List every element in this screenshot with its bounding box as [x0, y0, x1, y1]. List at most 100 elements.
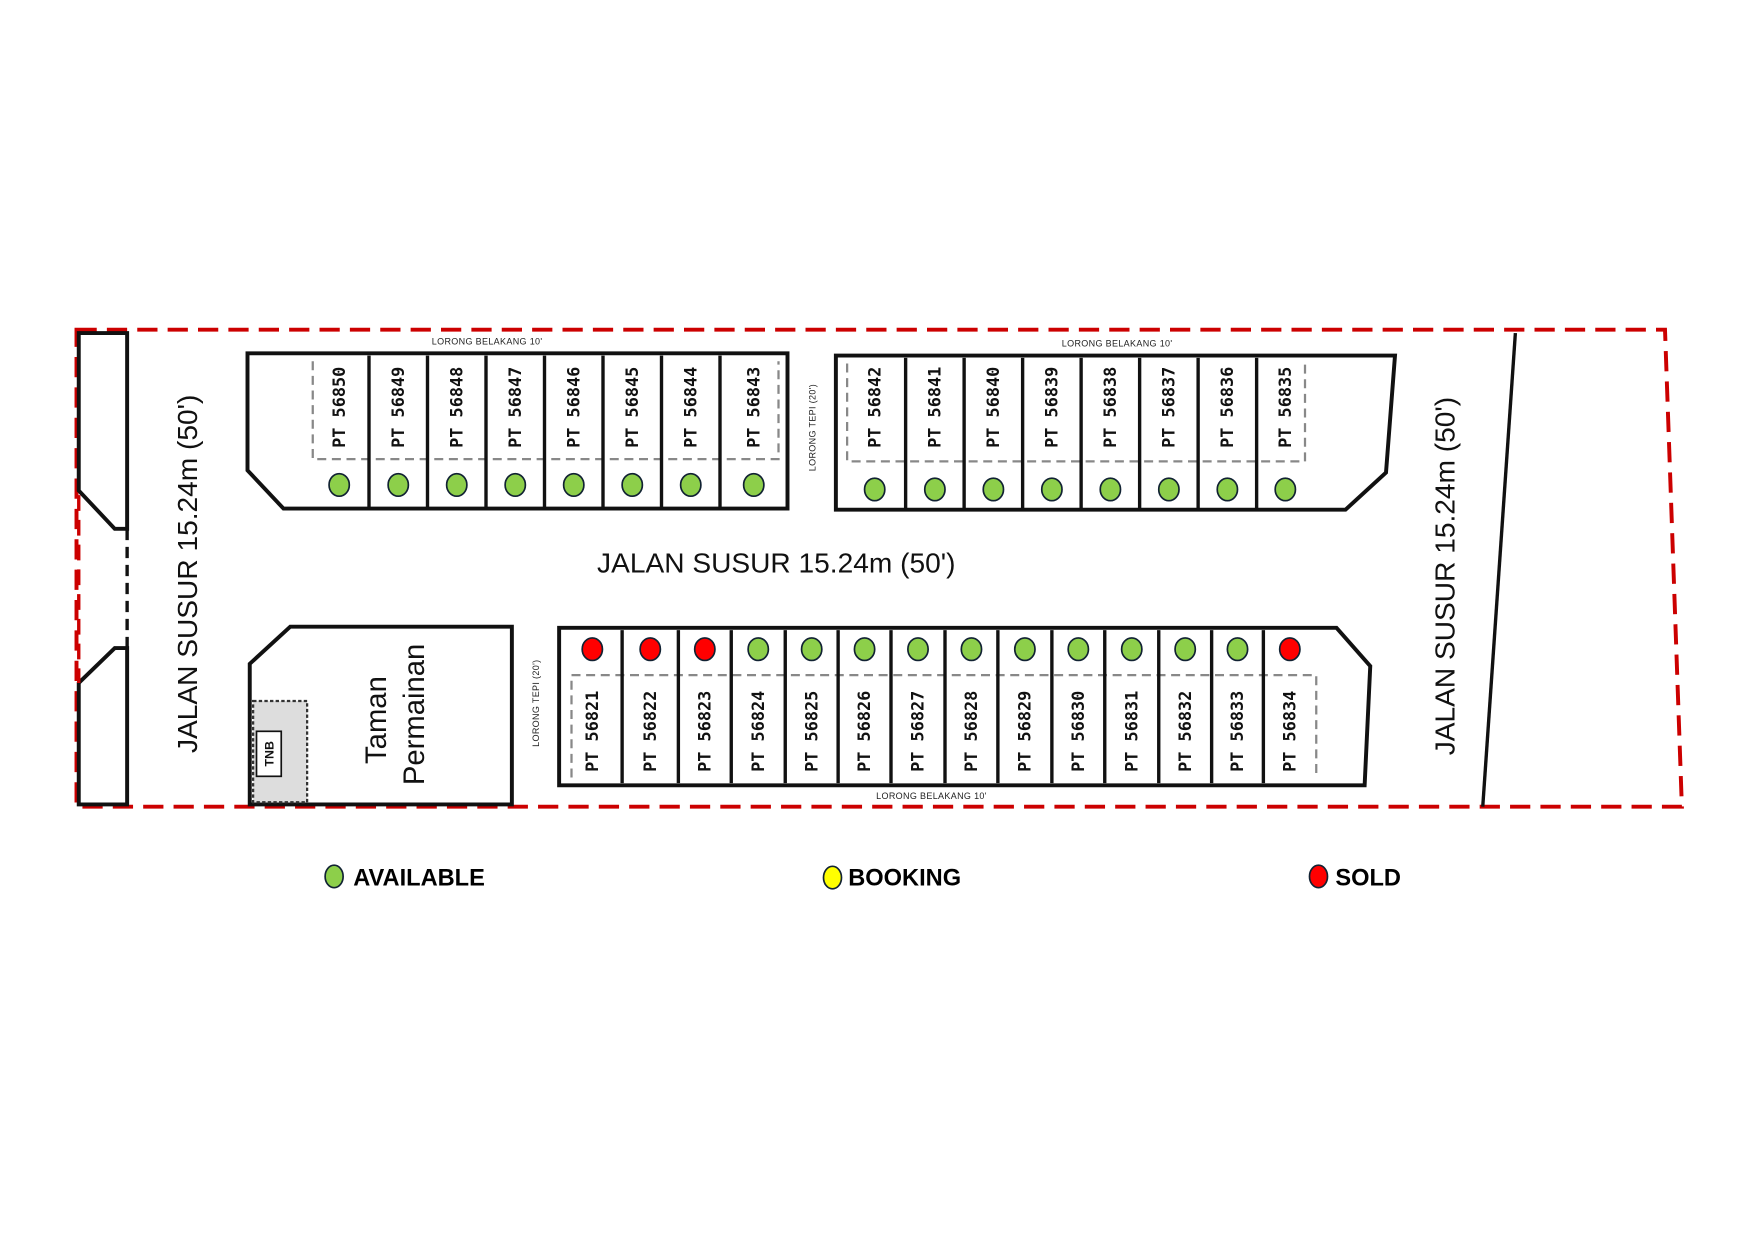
lot-label: PT 56844: [680, 367, 700, 448]
available-status-dot-icon: [1067, 637, 1090, 662]
playground-label-line2: Permainan: [399, 644, 431, 785]
sold-status-dot-icon: [639, 637, 662, 662]
legend-label-sold: SOLD: [1335, 865, 1401, 891]
side-lane-label-bottom: LORONG TEPI (20'): [531, 660, 541, 747]
available-status-dot-icon: [504, 472, 527, 498]
booking-dot-icon: [822, 865, 843, 890]
lot-pt-56821[interactable]: PT 56821: [581, 637, 604, 772]
available-status-dot-icon: [923, 477, 946, 502]
available-status-dot-icon: [1226, 637, 1249, 662]
lot-label: PT 56842: [864, 367, 884, 448]
lot-pt-56826[interactable]: PT 56826: [836, 630, 876, 784]
available-status-dot-icon: [800, 637, 823, 662]
lot-label: PT 56833: [1227, 691, 1247, 772]
building-setback-line: [846, 363, 1307, 463]
lot-pt-56825[interactable]: PT 56825: [783, 630, 823, 784]
lot-label: PT 56836: [1217, 367, 1237, 448]
playground-block: [247, 624, 514, 807]
lot-label: PT 56827: [908, 691, 928, 772]
lot-pt-56823[interactable]: PT 56823: [676, 630, 716, 784]
lot-pt-56842[interactable]: PT 56842: [863, 367, 886, 502]
sold-status-dot-icon: [581, 637, 604, 662]
lot-pt-56850[interactable]: PT 56850: [328, 367, 351, 498]
lot-label: PT 56829: [1015, 691, 1035, 772]
lot-label: PT 56821: [582, 691, 602, 772]
sold-dot-icon: [1308, 864, 1329, 889]
tnb-substation: TNB: [252, 699, 309, 804]
site-boundary: [74, 327, 1684, 809]
lot-label: PT 56840: [983, 367, 1003, 448]
lot-label: PT 56845: [622, 367, 642, 448]
lot-pt-56822[interactable]: PT 56822: [620, 630, 662, 784]
lot-pt-56847[interactable]: PT 56847: [484, 355, 527, 509]
lot-label: PT 56837: [1159, 367, 1179, 448]
lot-label: PT 56826: [854, 691, 874, 772]
playground-label-line1: Taman: [361, 676, 393, 764]
lot-label: PT 56830: [1068, 691, 1088, 772]
lot-label: PT 56824: [748, 691, 768, 772]
available-status-dot-icon: [387, 472, 410, 498]
available-status-dot-icon: [863, 477, 886, 502]
lot-pt-56841[interactable]: PT 56841: [903, 357, 946, 509]
lot-label: PT 56841: [925, 367, 945, 448]
available-status-dot-icon: [982, 477, 1005, 502]
available-status-dot-icon: [907, 637, 929, 662]
lot-label: PT 56834: [1279, 691, 1299, 772]
lot-label: PT 56846: [563, 367, 583, 448]
lot-pt-56839[interactable]: PT 56839: [1020, 357, 1063, 509]
available-status-dot-icon: [1174, 637, 1197, 662]
lot-pt-56829[interactable]: PT 56829: [996, 630, 1036, 784]
lot-pt-56848[interactable]: PT 56848: [425, 355, 468, 509]
available-status-dot-icon: [960, 637, 983, 662]
left-road-label: JALAN SUSUR 15.24m (50'): [172, 395, 203, 753]
lot-pt-56837[interactable]: PT 56837: [1137, 357, 1180, 509]
legend-item-available: AVAILABLE: [324, 864, 485, 891]
available-status-dot-icon: [445, 472, 468, 498]
back-lane-label-top-left: LORONG BELAKANG 10': [432, 336, 543, 346]
lot-label: PT 56850: [329, 367, 349, 448]
lot-row-top-left: PT 56850 PT 56849 PT 56848 PT 56847 PT 56846…: [311, 355, 780, 509]
lot-pt-56831[interactable]: PT 56831: [1103, 630, 1143, 784]
available-status-dot-icon: [1099, 477, 1122, 502]
lot-pt-56846[interactable]: PT 56846: [542, 355, 585, 509]
lot-pt-56843[interactable]: PT 56843: [718, 355, 765, 509]
lot-pt-56836[interactable]: PT 56836: [1196, 357, 1239, 509]
legend-label-available: AVAILABLE: [353, 865, 485, 891]
available-status-dot-icon: [1157, 477, 1180, 502]
lot-row-top-right: PT 56842 PT 56841 PT 56840 PT 56839 PT 56838…: [846, 357, 1307, 509]
available-status-dot-icon: [679, 472, 702, 498]
block-bottom: [557, 625, 1373, 788]
back-lane-label-top-right: LORONG BELAKANG 10': [1062, 339, 1173, 349]
lot-pt-56849[interactable]: PT 56849: [367, 355, 410, 509]
lot-pt-56834[interactable]: PT 56834: [1261, 630, 1301, 784]
lot-label: PT 56839: [1042, 367, 1062, 448]
lot-pt-56844[interactable]: PT 56844: [659, 355, 702, 509]
available-status-dot-icon: [1120, 637, 1143, 662]
lot-pt-56840[interactable]: PT 56840: [962, 357, 1005, 509]
lot-pt-56827[interactable]: PT 56827: [889, 630, 929, 784]
lot-label: PT 56835: [1275, 367, 1295, 448]
legend-label-booking: BOOKING: [848, 865, 961, 891]
block-top-left: [245, 351, 790, 511]
lot-pt-56824[interactable]: PT 56824: [729, 630, 770, 784]
available-status-dot-icon: [1216, 477, 1239, 502]
lot-pt-56838[interactable]: PT 56838: [1079, 357, 1122, 509]
lot-pt-56845[interactable]: PT 56845: [601, 355, 644, 509]
lot-pt-56833[interactable]: PT 56833: [1209, 630, 1249, 784]
legend-item-booking: BOOKING: [822, 865, 961, 891]
lot-label: PT 56822: [640, 691, 660, 772]
lot-pt-56832[interactable]: PT 56832: [1157, 630, 1197, 784]
available-status-dot-icon: [1013, 637, 1036, 662]
right-road-label: JALAN SUSUR 15.24m (50'): [1430, 397, 1461, 755]
available-dot-icon: [324, 864, 344, 889]
available-status-dot-icon: [328, 472, 351, 498]
legend-item-sold: SOLD: [1308, 864, 1401, 891]
lot-pt-56828[interactable]: PT 56828: [943, 630, 983, 784]
available-status-dot-icon: [562, 472, 585, 498]
lot-pt-56830[interactable]: PT 56830: [1050, 630, 1090, 784]
available-status-dot-icon: [1040, 477, 1063, 502]
lot-pt-56835[interactable]: PT 56835: [1254, 357, 1297, 509]
lot-label: PT 56848: [446, 367, 466, 448]
available-status-dot-icon: [621, 472, 644, 498]
